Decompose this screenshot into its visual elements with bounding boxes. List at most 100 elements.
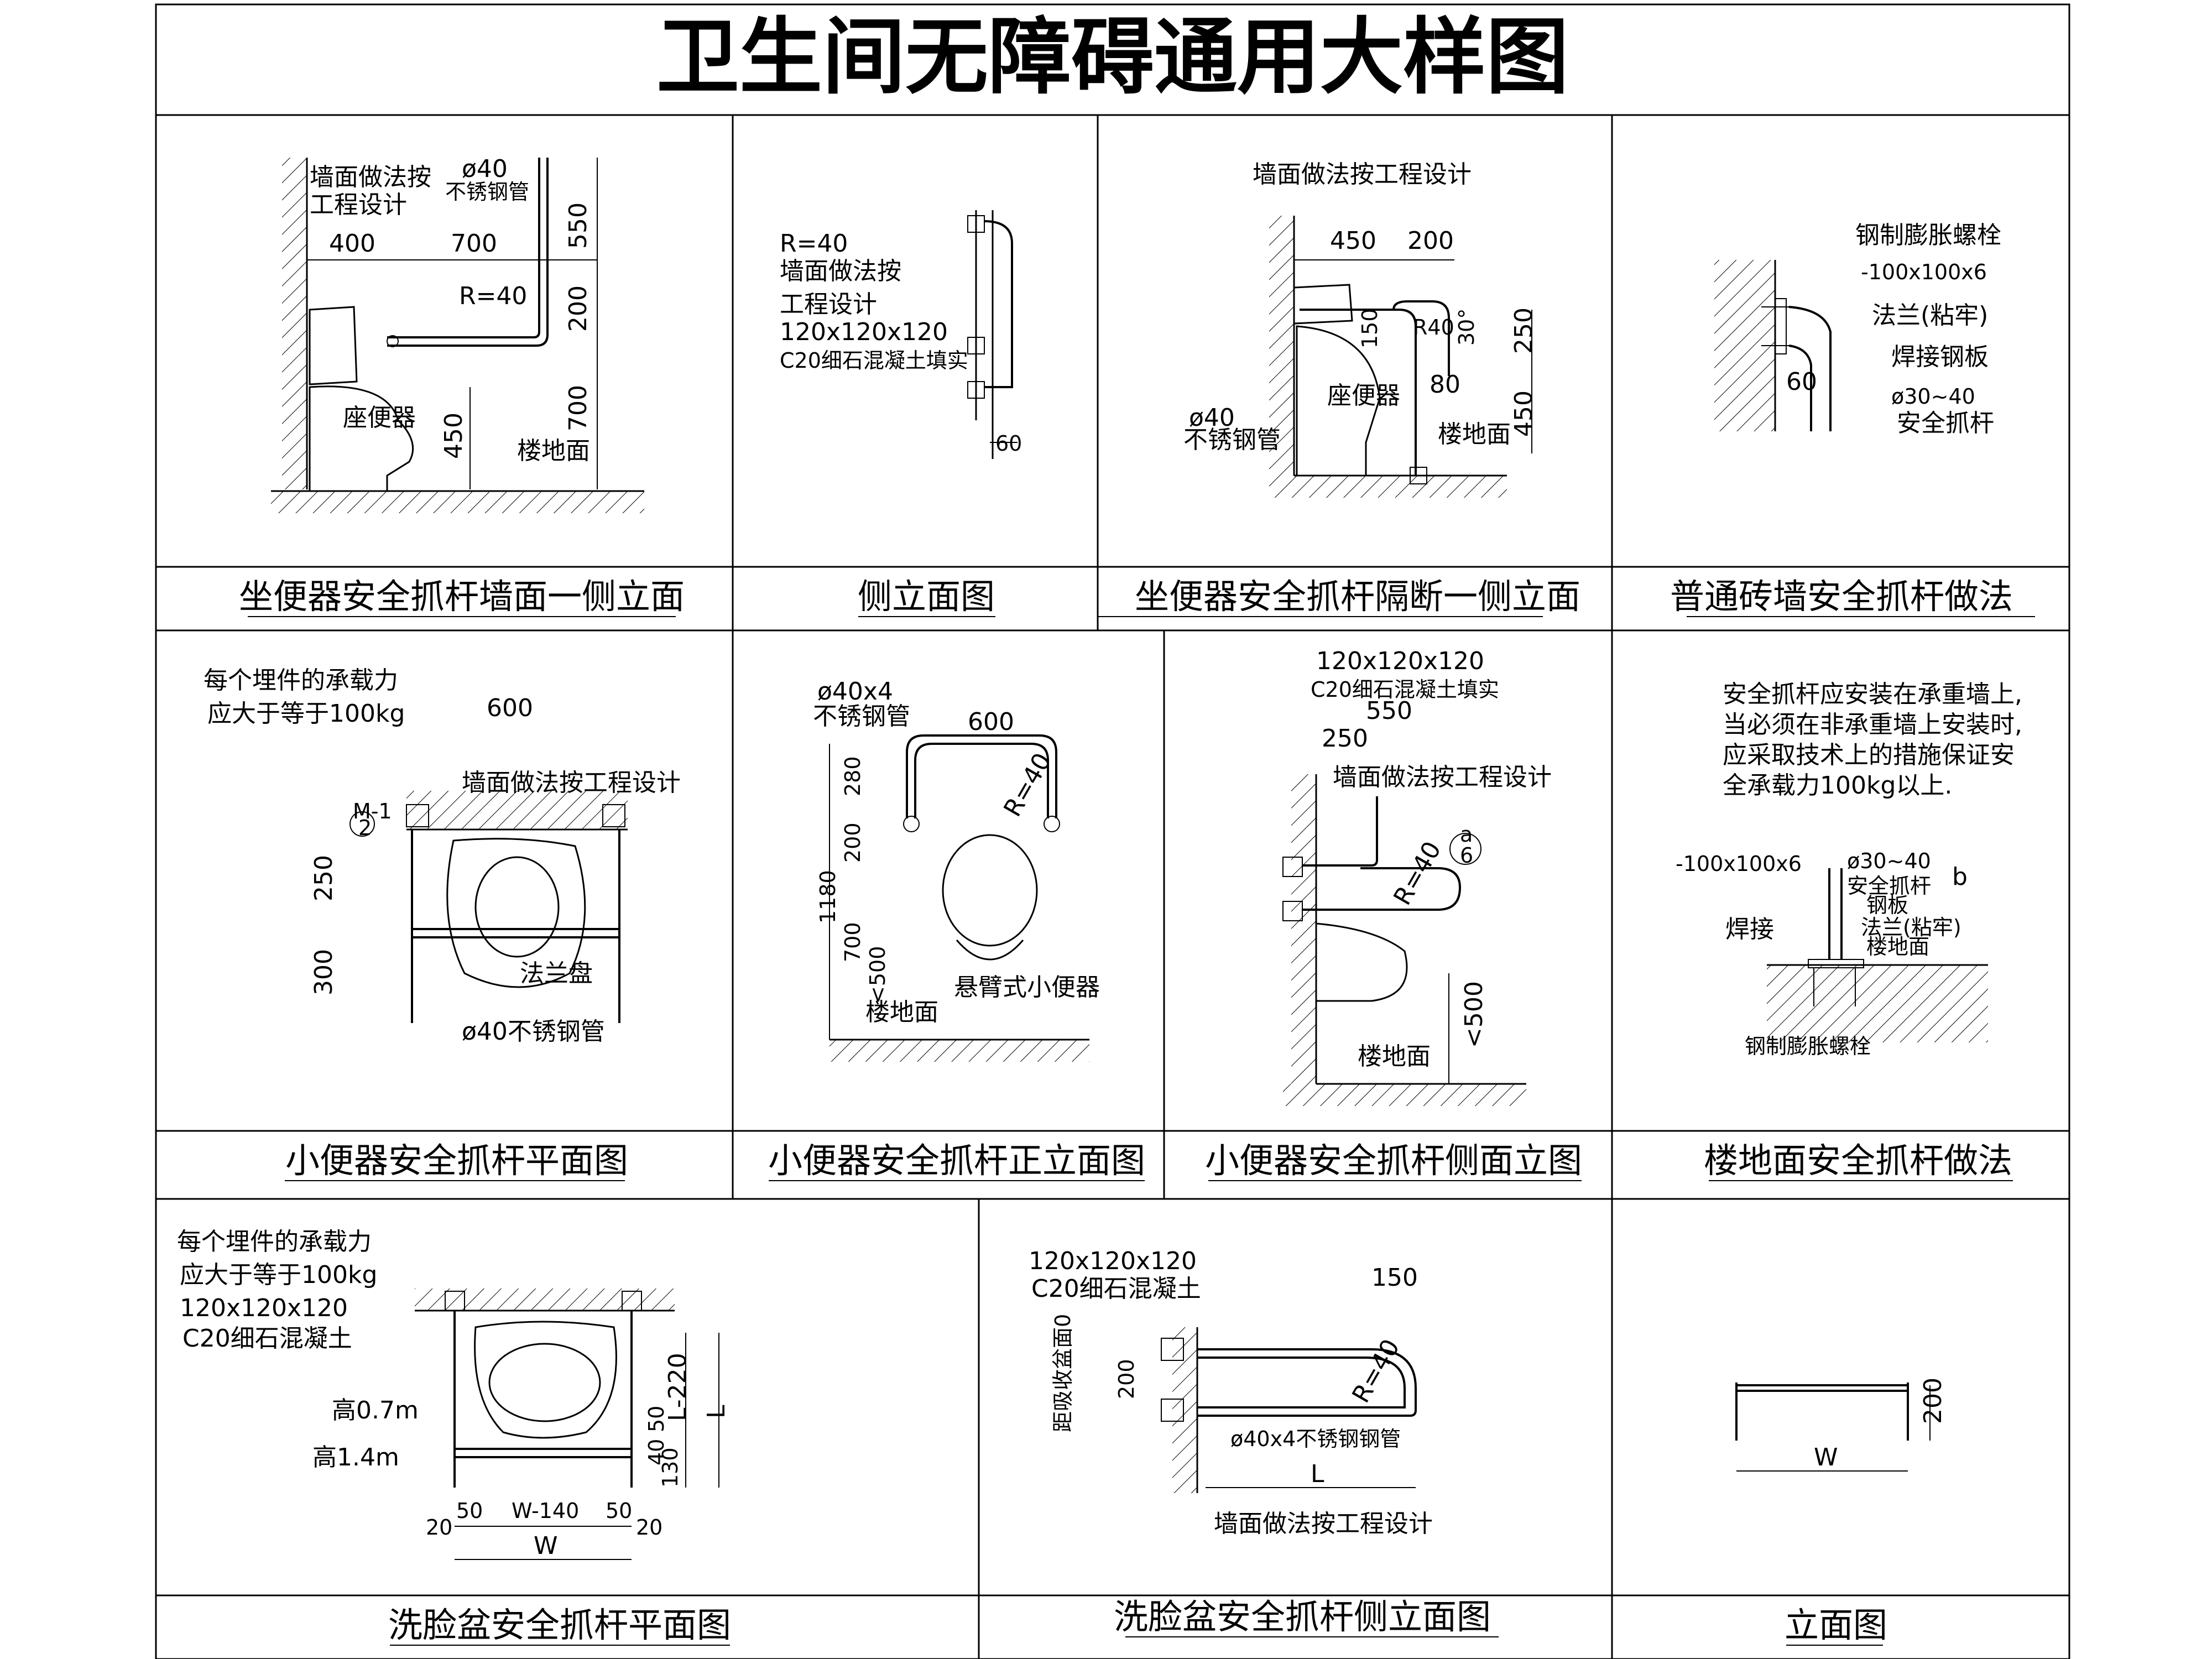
caption-brick-wall-method: 普通砖墙安全抓杆做法 xyxy=(1670,576,2013,617)
svg-text:W: W xyxy=(1814,1443,1838,1472)
svg-text:墙面做法按: 墙面做法按 xyxy=(310,163,431,191)
svg-text:R=40: R=40 xyxy=(1388,837,1447,910)
svg-text:L: L xyxy=(702,1405,731,1418)
svg-text:250: 250 xyxy=(310,855,338,901)
caption-basin-plan: 洗脸盆安全抓杆平面图 xyxy=(388,1605,731,1645)
svg-text:C20细石混凝土: C20细石混凝土 xyxy=(1031,1275,1201,1303)
svg-text:应采取技术上的措施保证安: 应采取技术上的措施保证安 xyxy=(1723,741,2015,769)
svg-text:40: 40 xyxy=(644,1439,669,1465)
sheet-frame xyxy=(155,3,2070,1659)
svg-text:120x120x120: 120x120x120 xyxy=(780,318,948,346)
panel-brick-wall-method: 钢制膨胀螺栓 -100x100x6 法兰(粘牢) 焊接钢板 60 ø30~40 … xyxy=(1714,221,2001,437)
svg-text:<500: <500 xyxy=(1460,981,1488,1048)
svg-text:280: 280 xyxy=(841,756,865,796)
svg-text:ø40: ø40 xyxy=(462,155,508,183)
svg-text:C20细石混凝土填实: C20细石混凝土填实 xyxy=(780,348,968,373)
svg-text:墙面做法按工程设计: 墙面做法按工程设计 xyxy=(1333,763,1552,791)
panel-basin-plan: 每个埋件的承载力 应大于等于100kg 120x120x120 C20细石混凝土… xyxy=(177,1228,731,1560)
svg-text:应大于等于100kg: 应大于等于100kg xyxy=(180,1261,377,1289)
svg-text:700: 700 xyxy=(451,229,497,258)
svg-text:ø40x4不锈钢钢管: ø40x4不锈钢钢管 xyxy=(1230,1427,1401,1451)
svg-text:120x120x120: 120x120x120 xyxy=(1316,647,1484,675)
svg-text:50: 50 xyxy=(606,1499,632,1523)
svg-text:2: 2 xyxy=(358,816,372,840)
svg-text:ø30~40: ø30~40 xyxy=(1891,384,1975,409)
svg-text:R=40: R=40 xyxy=(780,229,848,258)
svg-text:700: 700 xyxy=(841,922,865,962)
svg-text:楼地面: 楼地面 xyxy=(517,437,590,465)
caption-floor-method: 楼地面安全抓杆做法 xyxy=(1704,1140,2012,1181)
svg-text:W-140: W-140 xyxy=(512,1499,579,1523)
panel-side-elevation: R=40 墙面做法按 工程设计 120x120x120 C20细石混凝土填实 6… xyxy=(780,210,1022,459)
svg-text:R40: R40 xyxy=(1413,315,1454,340)
svg-text:墙面做法按工程设计: 墙面做法按工程设计 xyxy=(1214,1510,1433,1538)
caption-basin-side: 洗脸盆安全抓杆侧立面图 xyxy=(1114,1597,1491,1637)
svg-text:200: 200 xyxy=(841,822,865,863)
caption-urinal-plan: 小便器安全抓杆平面图 xyxy=(285,1140,628,1181)
svg-text:50: 50 xyxy=(456,1499,483,1523)
svg-text:450: 450 xyxy=(1510,390,1538,437)
panel-captions: 坐便器安全抓杆墙面一侧立面 侧立面图 坐便器安全抓杆隔断一侧立面 普通砖墙安全抓… xyxy=(239,576,2035,1646)
svg-text:ø40x4: ø40x4 xyxy=(817,677,893,706)
svg-text:80: 80 xyxy=(1430,371,1460,399)
svg-text:高1.4m: 高1.4m xyxy=(312,1443,399,1472)
sheet-title: 卫生间无障碍通用大样图 xyxy=(656,9,1569,106)
svg-text:每个埋件的承载力: 每个埋件的承载力 xyxy=(204,666,398,695)
svg-text:墙面做法按工程设计: 墙面做法按工程设计 xyxy=(462,769,681,797)
svg-text:钢板: 钢板 xyxy=(1866,893,1908,917)
svg-text:楼地面: 楼地面 xyxy=(1438,420,1511,448)
svg-text:每个埋件的承载力: 每个埋件的承载力 xyxy=(177,1228,372,1256)
svg-text:L-220: L-220 xyxy=(664,1353,692,1421)
svg-text:L: L xyxy=(1311,1460,1324,1488)
svg-text:-100x100x6: -100x100x6 xyxy=(1676,852,1802,876)
panel-elevation: 200 W xyxy=(1735,1378,1947,1472)
svg-text:楼地面: 楼地面 xyxy=(1866,935,1929,959)
svg-text:1180: 1180 xyxy=(816,870,840,924)
panel-urinal-plan: 每个埋件的承载力 应大于等于100kg 600 墙面做法按工程设计 M-1 2 … xyxy=(204,666,681,1046)
svg-text:钢制膨胀螺栓: 钢制膨胀螺栓 xyxy=(1855,221,2001,249)
caption-toilet-partition-elevation: 坐便器安全抓杆隔断一侧立面 xyxy=(1135,576,1580,617)
svg-text:60: 60 xyxy=(1786,368,1817,396)
svg-text:楼地面: 楼地面 xyxy=(865,998,938,1026)
svg-text:全承载力100kg以上.: 全承载力100kg以上. xyxy=(1723,771,1952,800)
svg-text:30°: 30° xyxy=(1454,309,1479,346)
svg-text:600: 600 xyxy=(968,708,1014,736)
svg-text:600: 600 xyxy=(487,694,533,722)
svg-text:墙面做法按: 墙面做法按 xyxy=(780,257,901,285)
svg-text:工程设计: 工程设计 xyxy=(310,191,407,219)
caption-side-elevation: 侧立面图 xyxy=(858,576,995,617)
svg-text:高0.7m: 高0.7m xyxy=(332,1396,419,1425)
svg-text:悬臂式小便器: 悬臂式小便器 xyxy=(954,973,1100,1001)
svg-text:450: 450 xyxy=(1330,227,1376,255)
svg-text:R=40: R=40 xyxy=(1347,1334,1405,1407)
svg-text:座便器: 座便器 xyxy=(1327,382,1400,410)
svg-text:法兰(粘牢): 法兰(粘牢) xyxy=(1861,915,1961,940)
svg-text:200: 200 xyxy=(564,285,592,332)
svg-text:<500: <500 xyxy=(865,946,890,1004)
svg-text:工程设计: 工程设计 xyxy=(780,290,877,319)
svg-text:焊接钢板: 焊接钢板 xyxy=(1891,343,1989,371)
svg-text:ø30~40: ø30~40 xyxy=(1847,849,1931,873)
svg-text:座便器: 座便器 xyxy=(343,404,416,432)
panel-urinal-front: ø40x4 不锈钢管 600 R=40 280 200 1180 700 <50… xyxy=(813,677,1100,1062)
svg-text:M-1: M-1 xyxy=(353,799,392,823)
svg-text:法兰盘: 法兰盘 xyxy=(520,959,593,988)
panel-urinal-side: 120x120x120 C20细石混凝土填实 550 250 墙面做法按工程设计… xyxy=(1282,647,1552,1106)
svg-text:W: W xyxy=(534,1532,558,1560)
svg-text:6: 6 xyxy=(1460,843,1473,868)
svg-text:20: 20 xyxy=(636,1515,662,1540)
svg-text:R=40: R=40 xyxy=(459,282,527,310)
caption-urinal-front: 小便器安全抓杆正立面图 xyxy=(768,1140,1145,1181)
svg-text:200: 200 xyxy=(1407,227,1454,255)
svg-text:钢制膨胀螺栓: 钢制膨胀螺栓 xyxy=(1745,1034,1871,1058)
svg-text:不锈钢管: 不锈钢管 xyxy=(1183,426,1281,454)
svg-text:焊接: 焊接 xyxy=(1725,915,1774,943)
svg-text:b: b xyxy=(1952,863,1968,891)
svg-text:法兰(粘牢): 法兰(粘牢) xyxy=(1872,301,1988,330)
svg-text:300: 300 xyxy=(310,949,338,995)
svg-text:应大于等于100kg: 应大于等于100kg xyxy=(207,700,405,728)
svg-text:150: 150 xyxy=(1371,1264,1418,1292)
svg-text:-100x100x6: -100x100x6 xyxy=(1861,260,1987,284)
svg-text:不锈钢管: 不锈钢管 xyxy=(813,702,910,731)
